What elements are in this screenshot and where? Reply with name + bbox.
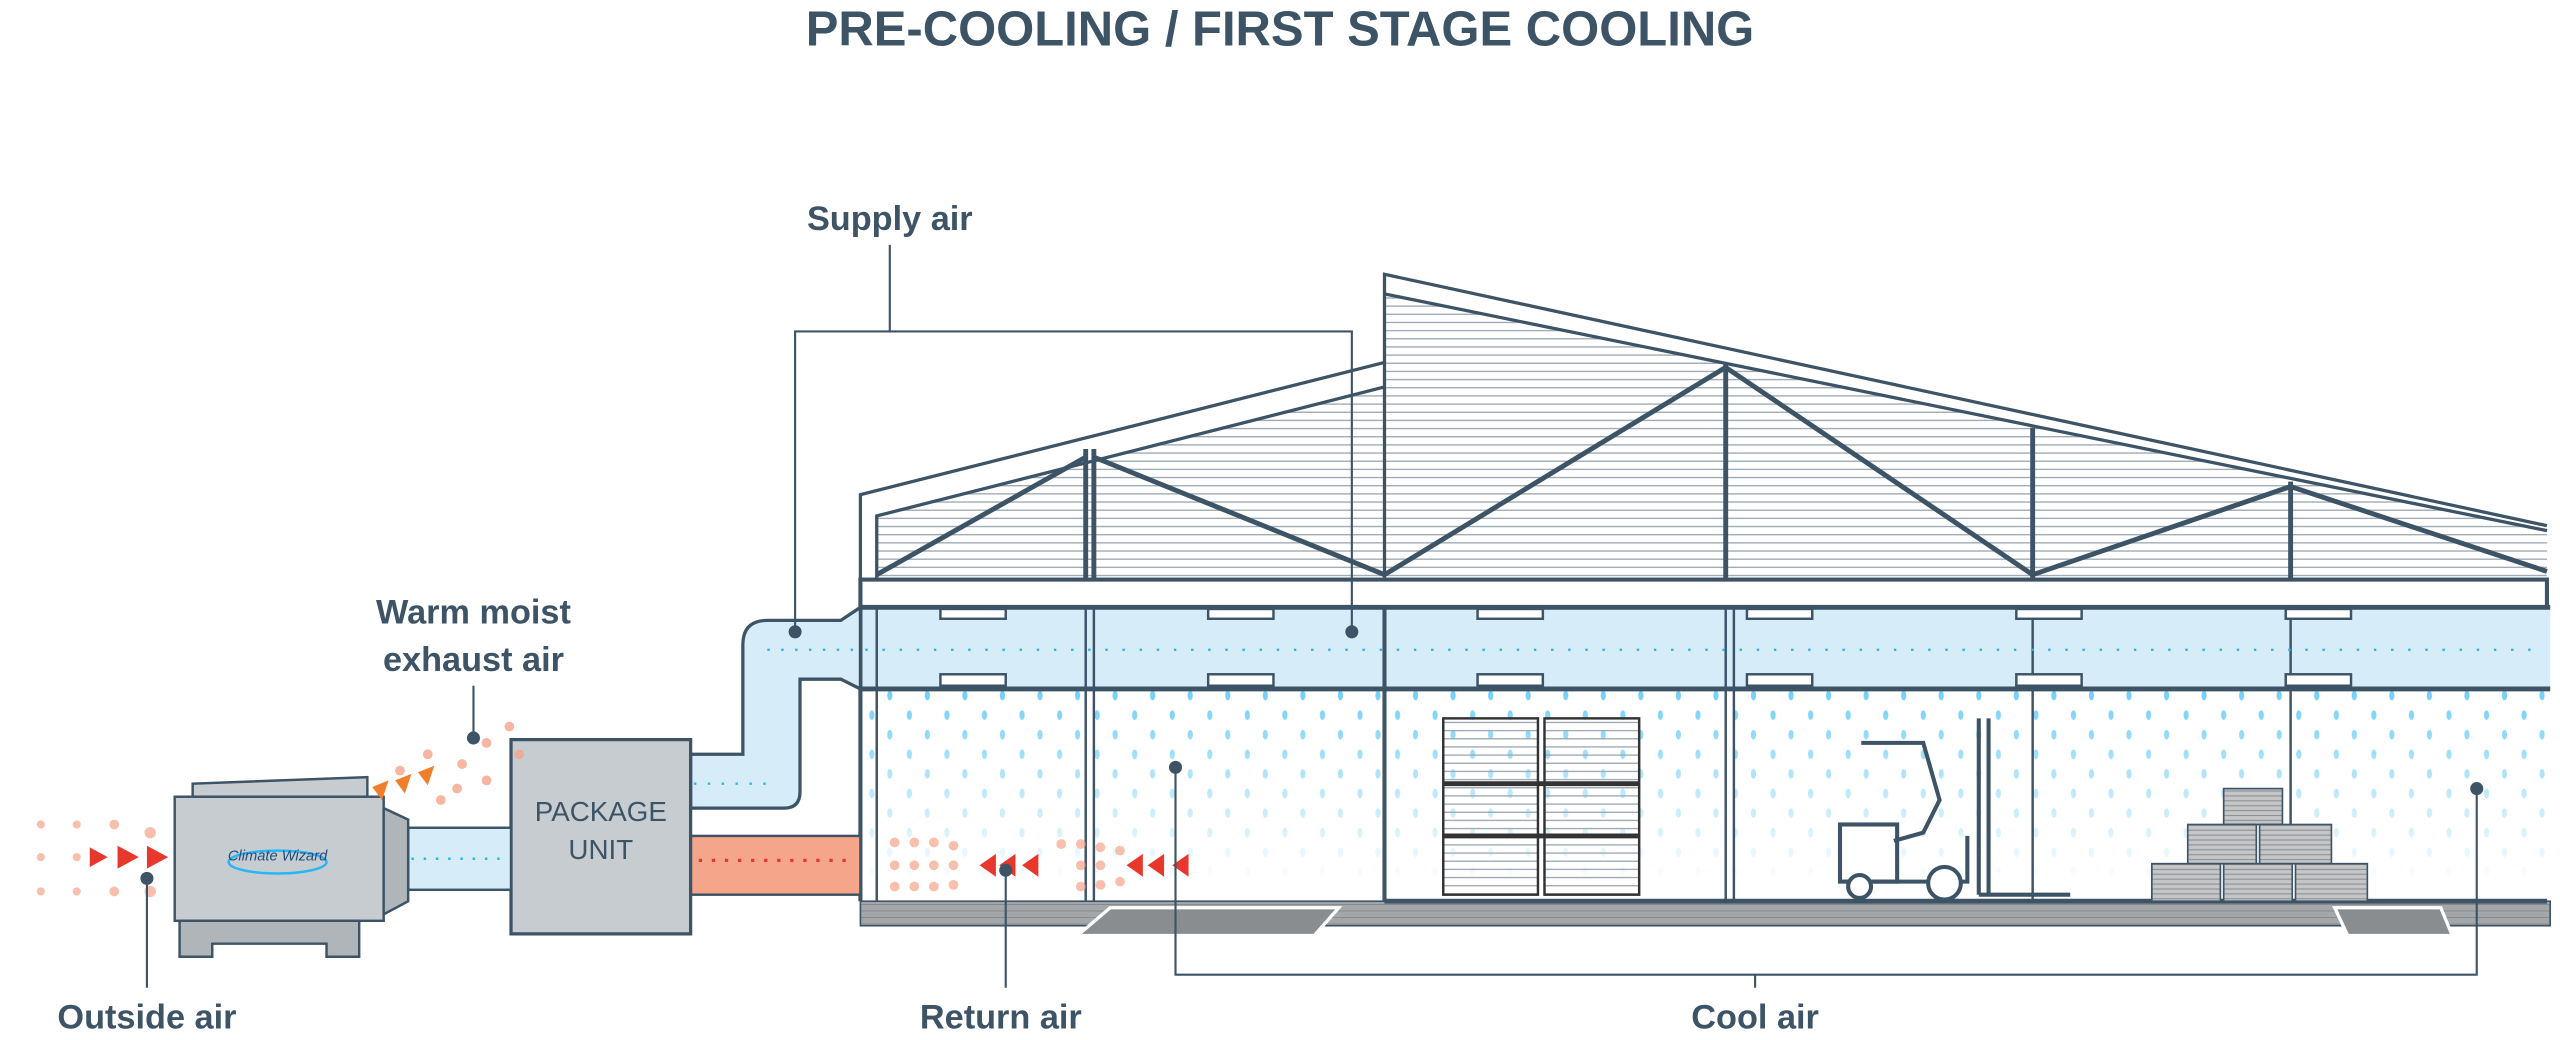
package-unit-label-1: PACKAGE — [535, 796, 667, 827]
exhaust-air-arrows — [372, 721, 525, 805]
building — [858, 604, 2552, 938]
package-unit: PACKAGE UNIT — [509, 737, 693, 936]
leader-lines — [145, 244, 2478, 988]
label-supply-air: Supply air — [807, 200, 973, 238]
pallet-racks — [1442, 717, 1641, 896]
duct-diffusers — [939, 607, 2353, 687]
label-cool-air: Cool air — [1691, 999, 1819, 1037]
climate-wizard-unit: Climate Wizard — [173, 775, 410, 958]
outside-air-arrows — [36, 819, 169, 898]
diagram-title: PRE-COOLING / FIRST STAGE COOLING — [806, 3, 1755, 57]
box-stack — [2151, 787, 2369, 903]
package-unit-label-2: UNIT — [568, 834, 633, 865]
label-warm-exhaust-2: exhaust air — [383, 641, 564, 679]
forklift-icon — [1837, 718, 2071, 902]
label-warm-exhaust-1: Warm moist — [376, 594, 571, 632]
return-air-arrows — [889, 837, 1189, 892]
label-return-air: Return air — [920, 999, 1082, 1037]
climate-wizard-logo: Climate Wizard — [228, 848, 328, 864]
leader-dots — [140, 625, 2484, 885]
return-duct — [689, 834, 862, 896]
roof — [858, 272, 2549, 610]
label-outside-air: Outside air — [57, 999, 236, 1037]
floor-vent — [1073, 906, 2455, 938]
supply-duct — [688, 604, 863, 810]
intake-duct — [406, 826, 513, 892]
